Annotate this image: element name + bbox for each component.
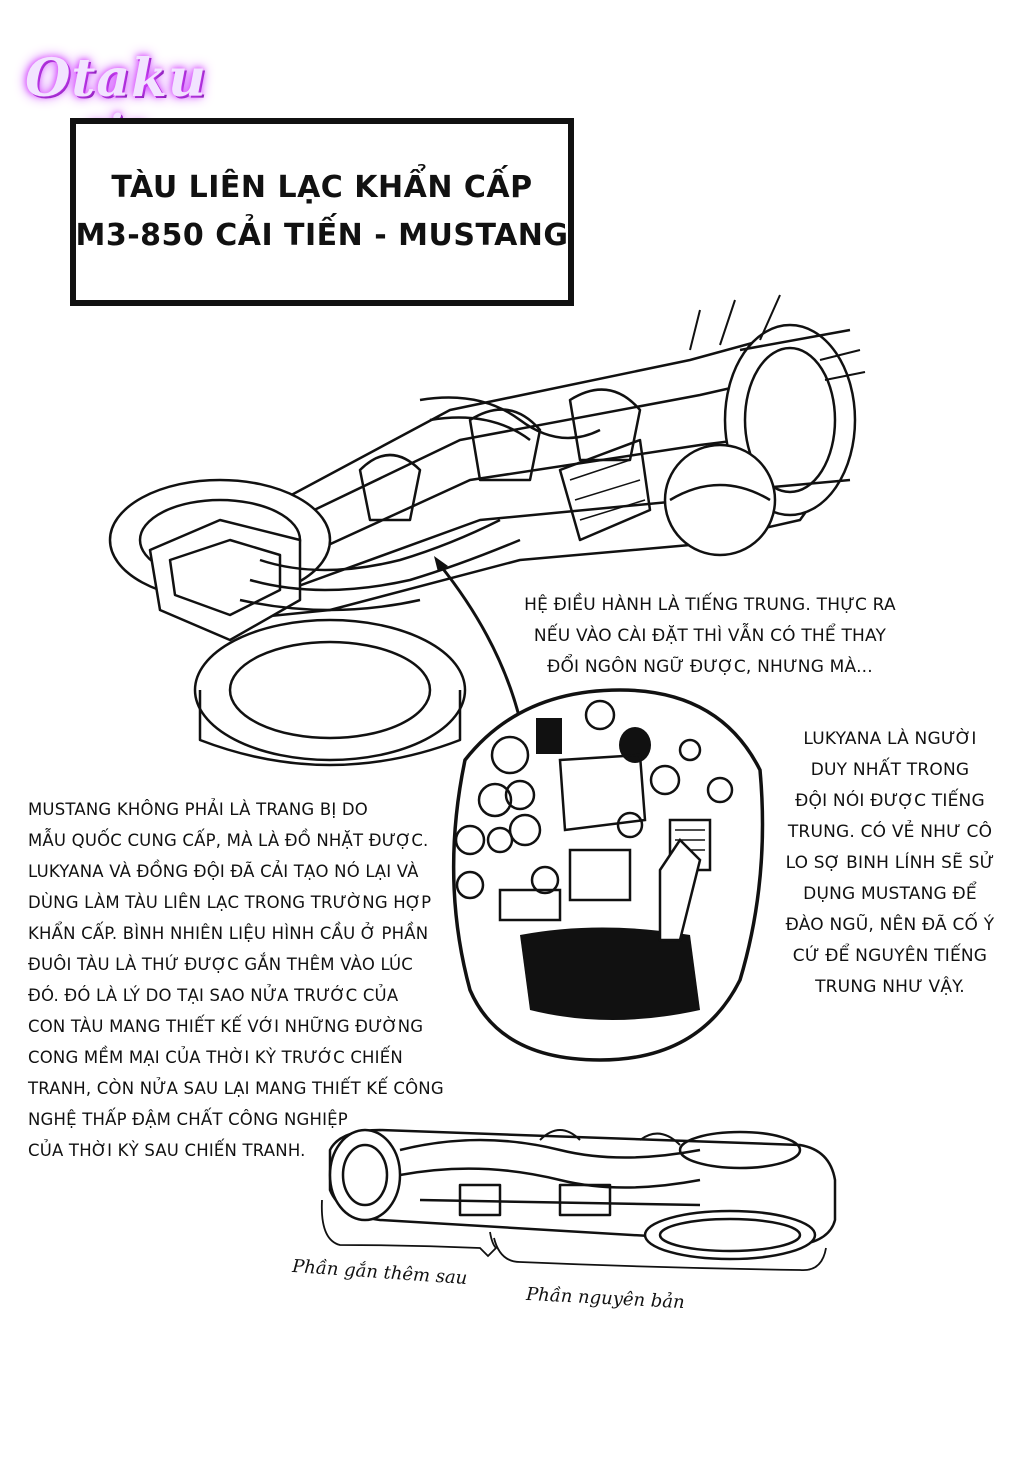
caption-lukyana: LUKYANA LÀ NGƯỜI DUY NHẤT TRONG ĐỘI NÓI … <box>785 729 995 997</box>
ship-side-view <box>328 1128 837 1261</box>
title-line2: M3-850 CẢI TIẾN - MUSTANG <box>75 218 569 253</box>
pointer-line <box>438 564 522 721</box>
caption-operating-system: HỆ ĐIỀU HÀNH LÀ TIẾNG TRUNG. THỰC RA NẾU… <box>524 595 896 677</box>
ship-illustration <box>108 294 866 767</box>
caption-mustang: MUSTANG KHÔNG PHẢI LÀ TRANG BỊ DO MẪU QU… <box>28 800 444 1160</box>
bracket-original-part <box>493 1237 827 1271</box>
title-line1: TÀU LIÊN LẠC KHẨN CẤP <box>111 170 533 205</box>
logo-line1: Otaku <box>25 48 207 109</box>
bracket-added-part <box>320 1199 498 1258</box>
title-box: TÀU LIÊN LẠC KHẨN CẤP M3-850 CẢI TIẾN - … <box>70 118 574 306</box>
cockpit-inset <box>451 688 765 1062</box>
